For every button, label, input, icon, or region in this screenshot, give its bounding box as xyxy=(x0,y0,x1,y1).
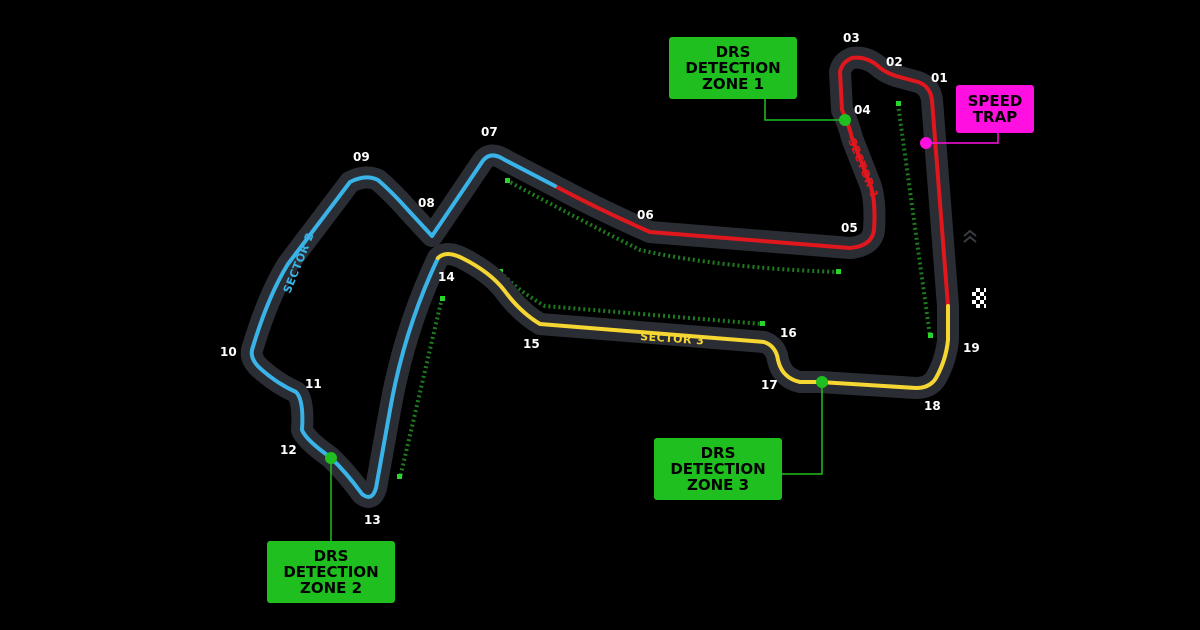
turn-label: 04 xyxy=(854,103,871,117)
turn-label: 01 xyxy=(931,71,948,85)
turn-label: 11 xyxy=(305,377,322,391)
turn-label: 19 xyxy=(963,341,980,355)
turn-label: 17 xyxy=(761,378,778,392)
turn-label: 18 xyxy=(924,399,941,413)
drs-zone-2-marker xyxy=(325,452,337,464)
speed-trap-connector xyxy=(926,132,999,144)
turn-labels: 01 02 03 04 05 06 07 08 09 10 11 12 13 1… xyxy=(220,31,980,527)
drs-zone-1-connector xyxy=(764,98,845,121)
turn-label: 15 xyxy=(523,337,540,351)
turn-label: 10 xyxy=(220,345,237,359)
chequered-flag-icon xyxy=(972,288,986,308)
turn-label: 16 xyxy=(780,326,797,340)
drs-detection-zone-2-label: DRS DETECTION ZONE 2 xyxy=(267,541,395,603)
turn-label: 12 xyxy=(280,443,297,457)
sector-3-label: SECTOR 3 xyxy=(640,330,705,347)
sector-1-path xyxy=(553,55,950,308)
sector-2-path xyxy=(249,153,557,499)
drs-zone-straight-13-14 xyxy=(398,297,444,479)
turn-label: 02 xyxy=(886,55,903,69)
turn-label: 09 xyxy=(353,150,370,164)
direction-chevron-icon xyxy=(963,229,977,243)
turn-label: 06 xyxy=(637,208,654,222)
turn-label: 07 xyxy=(481,125,498,139)
turn-label: 14 xyxy=(438,270,455,284)
turn-label: 05 xyxy=(841,221,858,235)
drs-zone-1-marker xyxy=(839,114,851,126)
speed-trap-marker xyxy=(920,137,932,149)
speed-trap-label: SPEED TRAP xyxy=(956,85,1034,133)
drs-zone-main-straight xyxy=(896,103,932,337)
drs-zone-back-straight xyxy=(505,178,839,274)
turn-label: 08 xyxy=(418,196,435,210)
drs-detection-zone-1-label: DRS DETECTION ZONE 1 xyxy=(669,37,797,99)
drs-detection-zone-3-label: DRS DETECTION ZONE 3 xyxy=(654,438,782,500)
turn-label: 03 xyxy=(843,31,860,45)
drs-zone-3-marker xyxy=(816,376,828,388)
turn-label: 13 xyxy=(364,513,381,527)
sector-3-path xyxy=(436,252,950,390)
drs-zone-3-connector xyxy=(782,382,823,475)
